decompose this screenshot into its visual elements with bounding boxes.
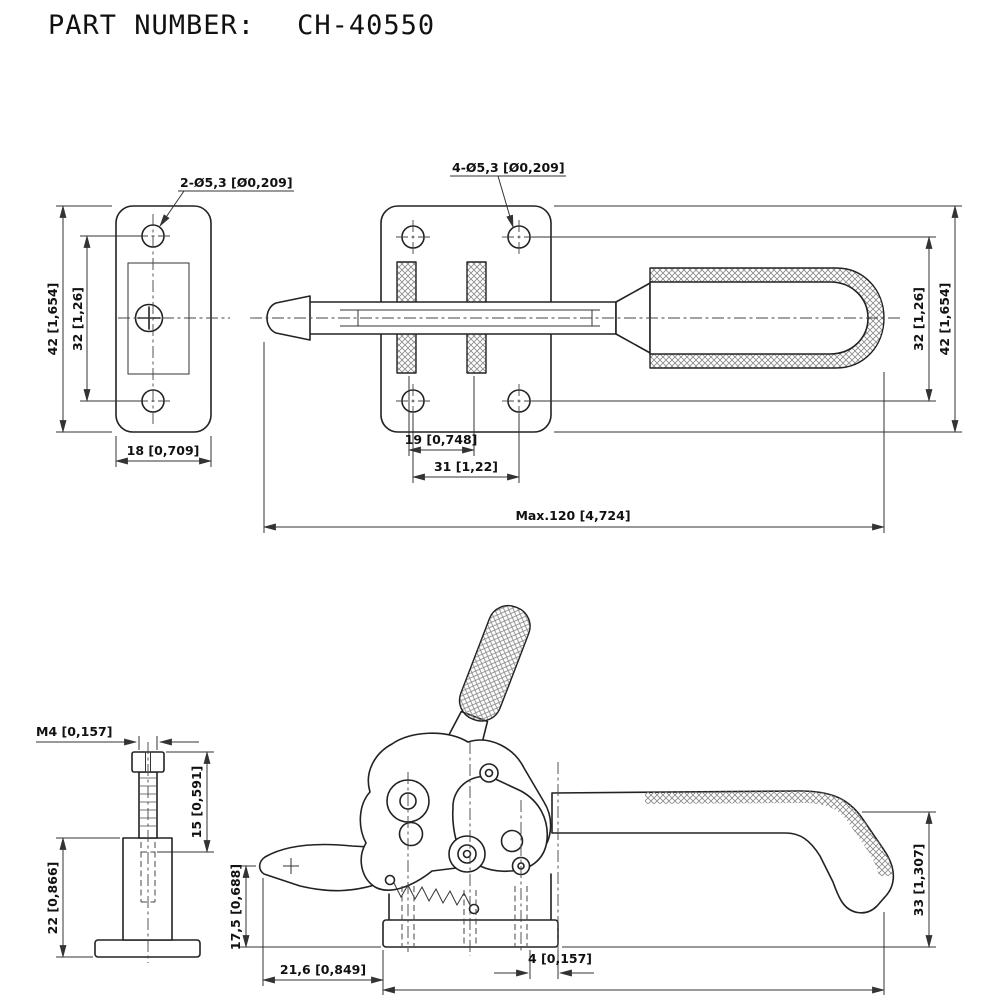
dim-max-length: Max.120 [4,724]: [515, 508, 630, 523]
spindle-view-dimensions: M4 [0,157] 15 [0,591] 22 [0,866]: [36, 724, 214, 959]
dim-spindle-height: 22 [0,866]: [45, 862, 60, 935]
dim-side-bar-height: 17,5 [0,688]: [228, 864, 243, 950]
spindle-column: [122, 837, 173, 941]
dim-side-edge-offset: 4 [0,157]: [528, 951, 592, 966]
spindle-base: [94, 939, 201, 958]
dim-side-tip-offset: 21,6 [0,849]: [280, 962, 366, 977]
dim-side-height: 33 [1,307]: [911, 844, 926, 917]
dim-top-hole-spacing: 31 [1,22]: [434, 459, 498, 474]
top-view-dimensions: 4-Ø5,3 [Ø0,209] 32 [1,26] 42 [1,654] 19 …: [262, 160, 962, 533]
front-view-dimensions: 2-Ø5,3 [Ø0,209] 42 [1,654] 32 [1,26] 18 …: [45, 175, 294, 467]
spindle-view: [94, 742, 201, 963]
dim-front-holes: 2-Ø5,3 [Ø0,209]: [180, 175, 293, 190]
handle-grip-side: [458, 604, 531, 722]
pivot-d: [500, 829, 524, 853]
pivot-b: [398, 821, 424, 847]
side-view-dimensions: 17,5 [0,688] 33 [1,307] 21,6 [0,849] 4 […: [228, 810, 936, 995]
side-view: [258, 604, 895, 956]
dim-front-height: 42 [1,654]: [45, 283, 60, 356]
dim-spindle-thread-length: 15 [0,591]: [189, 766, 204, 839]
dim-front-hole-spacing: 32 [1,26]: [70, 287, 85, 351]
top-view: [250, 205, 902, 433]
pivot-c-pin: [462, 849, 472, 859]
front-view: [115, 205, 230, 433]
holding-bar-knurl: [645, 791, 893, 876]
spring: [393, 882, 472, 908]
part-number-value: CH-40550: [297, 10, 436, 41]
clamp-arm-left: [258, 843, 389, 892]
dim-top-slot-spacing: 19 [0,748]: [405, 432, 478, 447]
part-number-label: PART NUMBER:: [48, 10, 256, 41]
spring-anchor-left: [384, 874, 396, 886]
dim-spindle-thread: M4 [0,157]: [36, 724, 112, 739]
dim-top-hole-span: 32 [1,26]: [911, 287, 926, 351]
side-base-plate: [382, 919, 559, 948]
spring-anchor-right: [468, 903, 480, 915]
part-number-title: PART NUMBER: CH-40550: [48, 10, 435, 41]
bracket-face: [127, 262, 190, 375]
dim-front-width: 18 [0,709]: [127, 443, 200, 458]
pivot-f-pin: [484, 768, 494, 778]
dim-top-height: 42 [1,654]: [937, 283, 952, 356]
dim-top-holes: 4-Ø5,3 [Ø0,209]: [452, 160, 565, 175]
